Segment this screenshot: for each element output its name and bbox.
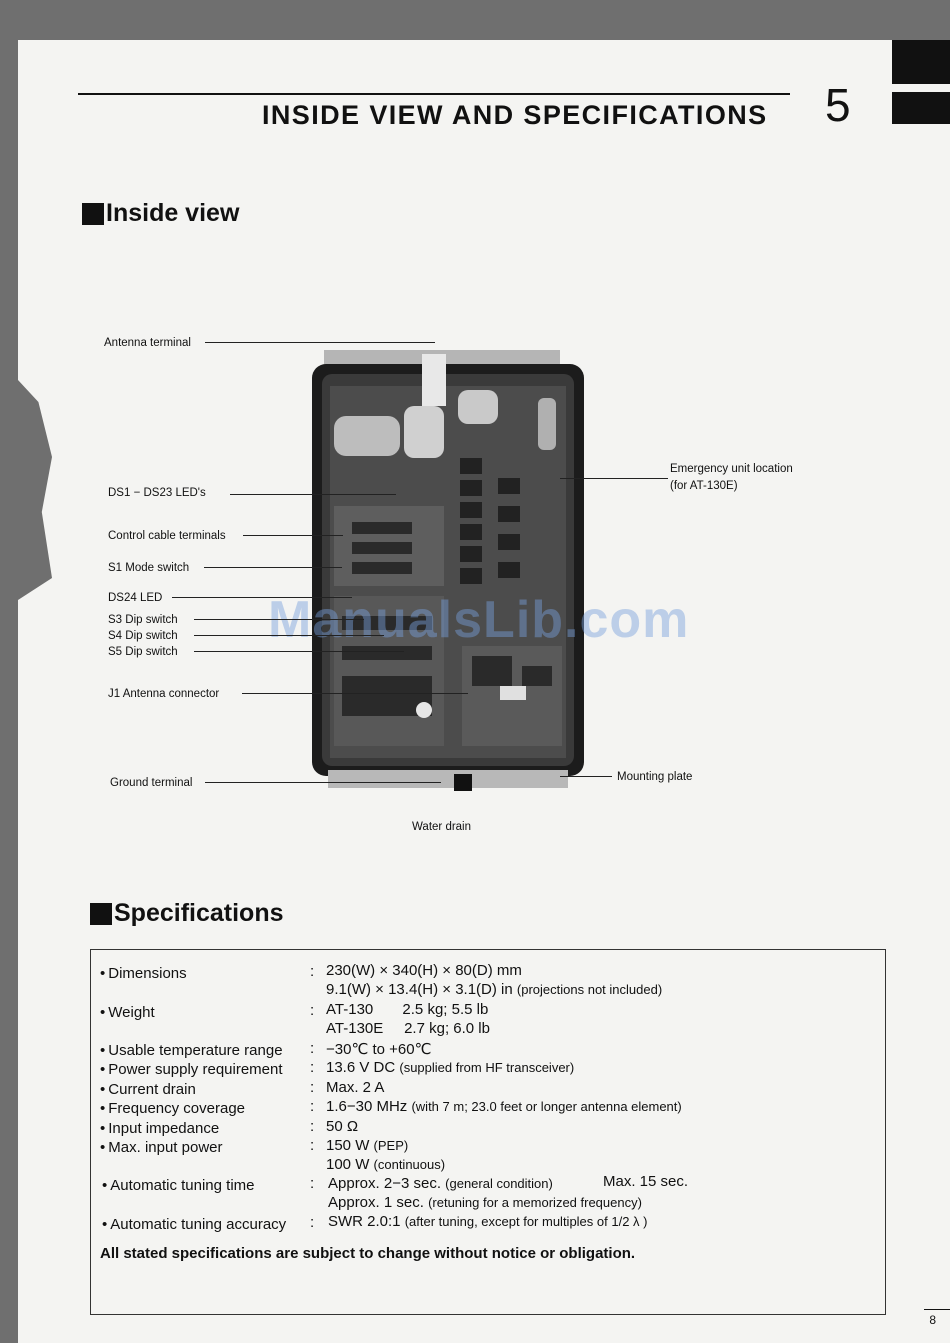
- specifications-box: [90, 949, 886, 1315]
- chapter-number: 5: [825, 79, 851, 131]
- specifications-disclaimer: All stated specifications are subject to…: [100, 1245, 636, 1262]
- chapter-title: INSIDE VIEW AND SPECIFICATIONS: [262, 100, 768, 130]
- specifications-heading-text: Specifications: [114, 899, 284, 927]
- spec-label-weight: •Weight: [100, 1004, 155, 1021]
- spec-value-tuning-time: Approx. 2−3 sec. (general condition): [328, 1175, 553, 1192]
- label-ground: Ground terminal: [110, 777, 193, 789]
- leader-ds-leds: [230, 494, 396, 495]
- spec-label-max-power: •Max. input power: [100, 1139, 223, 1156]
- spec-value-impedance: 50 Ω: [326, 1118, 359, 1135]
- spec-value-dimensions-in: 9.1(W) × 13.4(H) × 3.1(D) in (projection…: [326, 981, 663, 998]
- chapter-tab-marker-lower: [892, 92, 950, 124]
- leader-control-cable: [243, 535, 343, 536]
- label-s3: S3 Dip switch: [108, 614, 178, 626]
- spec-colon: :: [310, 1040, 315, 1057]
- spec-label-current-drain: •Current drain: [100, 1081, 196, 1098]
- leader-antenna-terminal: [205, 342, 435, 343]
- spec-value-weight-at130e: AT-130E 2.7 kg; 6.0 lb: [326, 1020, 490, 1037]
- spec-label-frequency: •Frequency coverage: [100, 1100, 246, 1117]
- spec-value-weight-at130: AT-130 2.5 kg; 5.5 lb: [326, 1001, 489, 1018]
- specifications-heading: Specifications: [90, 899, 284, 928]
- chapter-tab-marker: [892, 40, 950, 84]
- spec-colon: :: [310, 1137, 315, 1154]
- label-j1: J1 Antenna connector: [108, 688, 220, 700]
- leader-ground: [205, 782, 441, 783]
- spec-value-max-power-pep: 150 W (PEP): [326, 1137, 409, 1154]
- label-emergency-unit: Emergency unit location: [670, 463, 793, 475]
- spec-label-dimensions: •Dimensions: [100, 965, 187, 982]
- spec-colon: :: [310, 1098, 315, 1115]
- spec-label-power-supply: •Power supply requirement: [100, 1061, 283, 1078]
- spec-value-tuning-time-max: Max. 15 sec.: [603, 1173, 689, 1190]
- leader-ds24: [172, 597, 352, 598]
- inside-view-heading: Inside view: [82, 199, 239, 228]
- label-s5: S5 Dip switch: [108, 646, 178, 658]
- inside-view-photo: [312, 350, 584, 791]
- spec-colon: :: [310, 963, 315, 980]
- spec-colon: :: [310, 1175, 315, 1192]
- page-edge-tear: [18, 380, 52, 600]
- spec-value-power-supply: 13.6 V DC (supplied from HF transceiver): [326, 1059, 575, 1076]
- heading-square-icon: [82, 202, 104, 225]
- watermark: ManualsLib.com: [268, 591, 690, 649]
- page-number: 8: [929, 1313, 936, 1327]
- label-water-drain: Water drain: [412, 821, 472, 833]
- label-s1: S1 Mode switch: [108, 562, 190, 574]
- spec-value-current-drain: Max. 2 A: [326, 1079, 385, 1096]
- spec-colon: :: [310, 1079, 315, 1096]
- label-s4: S4 Dip switch: [108, 630, 178, 642]
- label-control-cable: Control cable terminals: [108, 530, 226, 542]
- inside-view-heading-text: Inside view: [106, 199, 240, 227]
- spec-colon: :: [310, 1059, 315, 1076]
- leader-s4: [194, 635, 384, 636]
- page-footer-rule: [924, 1309, 950, 1310]
- leader-s5: [194, 651, 404, 652]
- leader-j1: [242, 693, 468, 694]
- leader-s1: [204, 567, 342, 568]
- leader-mounting-plate: [560, 776, 612, 777]
- spec-value-max-power-continuous: 100 W (continuous): [326, 1156, 446, 1173]
- spec-colon: :: [310, 1214, 315, 1231]
- label-antenna-terminal: Antenna terminal: [104, 337, 191, 349]
- spec-value-tuning-accuracy: SWR 2.0:1 (after tuning, except for mult…: [328, 1213, 648, 1230]
- spec-colon: :: [310, 1002, 315, 1019]
- spec-label-tuning-accuracy: •Automatic tuning accuracy: [102, 1216, 287, 1233]
- spec-label-impedance: •Input impedance: [100, 1120, 220, 1137]
- label-ds-leds: DS1 − DS23 LED's: [108, 487, 206, 499]
- label-emergency-unit-model: (for AT-130E): [670, 480, 738, 492]
- spec-label-tuning-time: •Automatic tuning time: [102, 1177, 255, 1194]
- heading-square-icon: [90, 902, 112, 925]
- spec-value-frequency: 1.6−30 MHz (with 7 m; 23.0 feet or longe…: [326, 1098, 682, 1115]
- leader-emergency-unit: [560, 478, 668, 479]
- label-mounting-plate: Mounting plate: [617, 771, 693, 783]
- spec-value-temperature: −30℃ to +60℃: [326, 1041, 432, 1058]
- leader-s3: [194, 619, 364, 620]
- spec-value-tuning-time-retune: Approx. 1 sec. (retuning for a memorized…: [328, 1194, 642, 1211]
- label-ds24: DS24 LED: [108, 592, 163, 604]
- spec-value-dimensions-mm: 230(W) × 340(H) × 80(D) mm: [326, 962, 522, 979]
- header-rule: [78, 93, 790, 95]
- spec-label-temperature: •Usable temperature range: [100, 1042, 283, 1059]
- spec-colon: :: [310, 1118, 315, 1135]
